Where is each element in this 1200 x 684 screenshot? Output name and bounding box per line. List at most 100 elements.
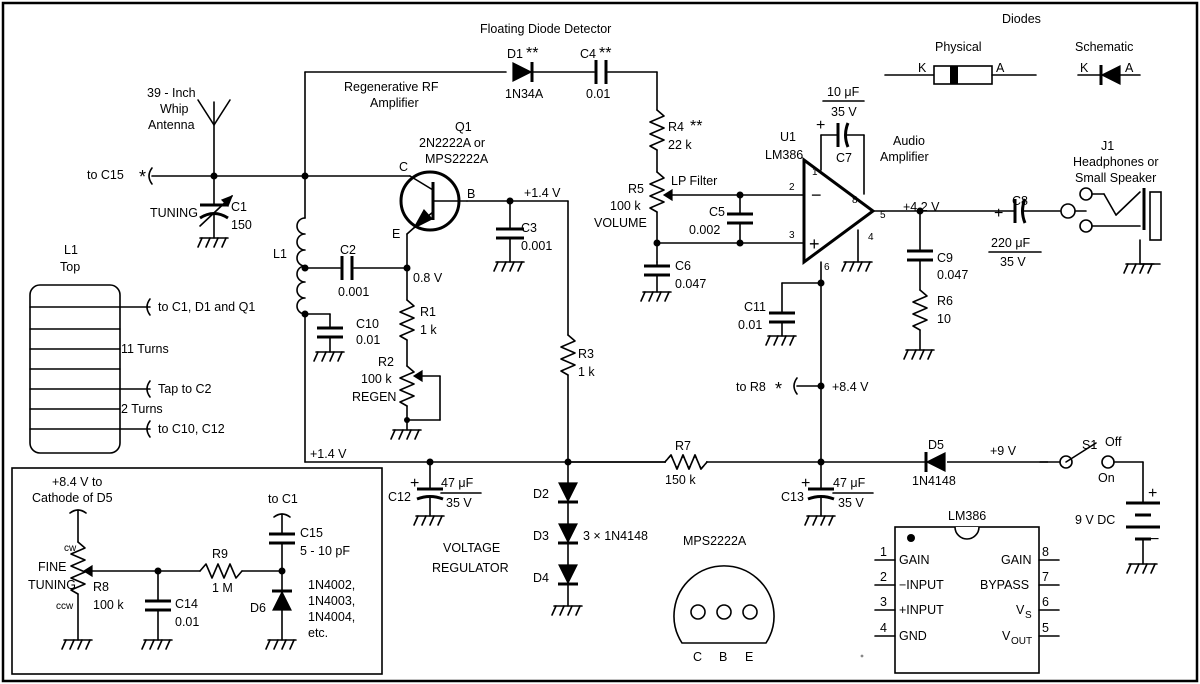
lm386-plus-input: +INPUT bbox=[899, 603, 944, 617]
c1-label: C1 bbox=[231, 200, 247, 214]
r8-label: R8 bbox=[93, 580, 109, 594]
d3-label: D3 bbox=[533, 529, 549, 543]
lm386-n7: 7 bbox=[1042, 570, 1049, 584]
c6-value: 0.047 bbox=[675, 277, 706, 291]
c7-label: C7 bbox=[836, 151, 852, 165]
antenna: 39 - Inch Whip Antenna bbox=[147, 86, 231, 177]
q1-pin-b: B bbox=[467, 187, 475, 201]
r4-value: 22 k bbox=[668, 138, 692, 152]
c8-value: 220 μF bbox=[991, 236, 1031, 250]
c9-label: C9 bbox=[937, 251, 953, 265]
u1-pin2: 2 bbox=[789, 182, 795, 193]
c15-value: 5 - 10 pF bbox=[300, 544, 350, 558]
title-rf2: Amplifier bbox=[370, 96, 419, 110]
c9-value: 0.047 bbox=[937, 268, 968, 282]
d3-value: 3 × 1N4148 bbox=[583, 529, 648, 543]
diodes-legend: Diodes Physical Schematic K A K A bbox=[884, 12, 1141, 85]
lm386-n3: 3 bbox=[880, 595, 887, 609]
fine-cw: cw bbox=[64, 543, 77, 554]
u1-label: U1 bbox=[780, 130, 796, 144]
svg-text:+: + bbox=[809, 234, 820, 254]
r3-value: 1 k bbox=[578, 365, 595, 379]
r4-label: R4 bbox=[668, 120, 684, 134]
to-r8-star: * bbox=[775, 379, 782, 399]
c15-label: C15 bbox=[300, 526, 323, 540]
r5-value: 100 k bbox=[610, 199, 641, 213]
d1-star: ** bbox=[526, 45, 538, 62]
u1-pin6: 6 bbox=[824, 262, 830, 273]
c14-label: C14 bbox=[175, 597, 198, 611]
d5-value: 1N4148 bbox=[912, 474, 956, 488]
to-c15-label: to C15 bbox=[87, 168, 124, 182]
d2-label: D2 bbox=[533, 487, 549, 501]
c3-value: 0.001 bbox=[521, 239, 552, 253]
coil-tc1: to C1, D1 and Q1 bbox=[158, 300, 255, 314]
lm386-n2: 2 bbox=[880, 570, 887, 584]
d6-value2: 1N4003, bbox=[308, 594, 355, 608]
q1-pin-e: E bbox=[392, 227, 400, 241]
antenna-label3: Antenna bbox=[148, 118, 195, 132]
c4-value: 0.01 bbox=[586, 87, 610, 101]
r4-star: ** bbox=[690, 118, 702, 135]
title-audio: Audio bbox=[893, 134, 925, 148]
q1-pin-c: C bbox=[399, 160, 408, 174]
mps2222a-package: MPS2222A C B E bbox=[673, 534, 775, 664]
legend-physical-k: K bbox=[918, 61, 927, 75]
r6-label: R6 bbox=[937, 294, 953, 308]
fine-to-c1: to C1 bbox=[268, 492, 298, 506]
lp-filter-label: LP Filter bbox=[671, 174, 717, 188]
d1-label: D1 bbox=[507, 47, 523, 61]
c12-voltage: 35 V bbox=[446, 496, 472, 510]
lm386-n1: 1 bbox=[880, 545, 887, 559]
r5-function: VOLUME bbox=[594, 216, 647, 230]
battery-label: 9 V DC bbox=[1075, 513, 1115, 527]
mps-pin-b: B bbox=[719, 650, 727, 664]
u1-pin3: 3 bbox=[789, 230, 795, 241]
c5-label: C5 bbox=[709, 205, 725, 219]
c5-value: 0.002 bbox=[689, 223, 720, 237]
c12-plus: + bbox=[410, 475, 419, 492]
q1-transistor bbox=[304, 170, 468, 301]
c10-label: C10 bbox=[356, 317, 379, 331]
u1-pin1: 1 bbox=[812, 167, 818, 178]
c13-plus: + bbox=[801, 475, 810, 492]
lm386-vout: V bbox=[1002, 629, 1011, 643]
d4-label: D4 bbox=[533, 571, 549, 585]
fine-label1: FINE bbox=[38, 560, 66, 574]
lm386-gain8: GAIN bbox=[1001, 553, 1032, 567]
coil-title2: Top bbox=[60, 260, 80, 274]
fine-label2: TUNING bbox=[28, 578, 76, 592]
c2-value: 0.001 bbox=[338, 285, 369, 299]
title-detector: Floating Diode Detector bbox=[480, 22, 611, 36]
mps-pin-e: E bbox=[745, 650, 753, 664]
q1-type1: 2N2222A or bbox=[419, 136, 485, 150]
c2-label: C2 bbox=[340, 243, 356, 257]
d6-value4: etc. bbox=[308, 626, 328, 640]
u1-pin5: 5 bbox=[880, 210, 886, 221]
fine-tuning-box: +8.4 V to Cathode of D5 bbox=[11, 467, 383, 675]
u1-type: LM386 bbox=[765, 148, 803, 162]
c14-value: 0.01 bbox=[175, 615, 199, 629]
s1-off: Off bbox=[1105, 435, 1122, 449]
r9-value: 1 M bbox=[212, 581, 233, 595]
j1-label: J1 bbox=[1101, 139, 1114, 153]
coil-title1: L1 bbox=[64, 243, 78, 257]
c4-star: ** bbox=[599, 45, 611, 62]
c8-voltage: 35 V bbox=[1000, 255, 1026, 269]
v14b-label: +1.4 V bbox=[310, 447, 347, 461]
c7-value: 10 μF bbox=[827, 85, 860, 99]
voltage-regulator-label: VOLTAGE bbox=[443, 541, 500, 555]
legend-schematic-a: A bbox=[1125, 61, 1134, 75]
c12-label: C12 bbox=[388, 490, 411, 504]
d5-label: D5 bbox=[928, 438, 944, 452]
r6-value: 10 bbox=[937, 312, 951, 326]
battery-minus: − bbox=[1150, 531, 1159, 548]
antenna-label1: 39 - Inch bbox=[147, 86, 196, 100]
c12-value: 47 μF bbox=[441, 476, 474, 490]
lm386-title: LM386 bbox=[948, 509, 986, 523]
fine-ccw: ccw bbox=[56, 601, 74, 612]
lm386-vs-sub: S bbox=[1025, 610, 1032, 621]
s1-on: On bbox=[1098, 471, 1115, 485]
